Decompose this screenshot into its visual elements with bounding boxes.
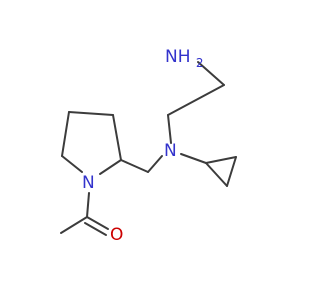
- bond: [86, 192, 90, 218]
- nh2-subscript: 2: [196, 56, 204, 70]
- bond: [167, 114, 172, 144]
- bond: [60, 216, 88, 234]
- bond: [61, 155, 83, 173]
- bond: [180, 153, 207, 164]
- atom-label-carbonyl-o: O: [110, 225, 123, 245]
- bond: [147, 155, 163, 173]
- nh2-text: NH: [165, 47, 191, 67]
- bond: [205, 156, 237, 164]
- bond: [205, 162, 228, 187]
- bond: [68, 111, 114, 116]
- molecule-structure: NH 2 N N O: [60, 47, 237, 245]
- bonds: [60, 61, 237, 236]
- bond: [112, 114, 122, 161]
- bond: [84, 222, 107, 236]
- bond: [99, 159, 122, 175]
- bond: [120, 159, 149, 173]
- atom-labels: NH 2 N N O: [82, 47, 204, 245]
- bond: [86, 216, 109, 230]
- bond: [226, 156, 237, 187]
- bond: [61, 111, 70, 157]
- atom-label-amine-n: N: [164, 141, 177, 161]
- bond: [167, 84, 225, 116]
- molecule-drawing: NH 2 N N O: [60, 47, 237, 245]
- atom-label-nh2: NH 2: [165, 47, 204, 70]
- atom-label-ring-n: N: [82, 173, 95, 193]
- bond: [197, 61, 225, 86]
